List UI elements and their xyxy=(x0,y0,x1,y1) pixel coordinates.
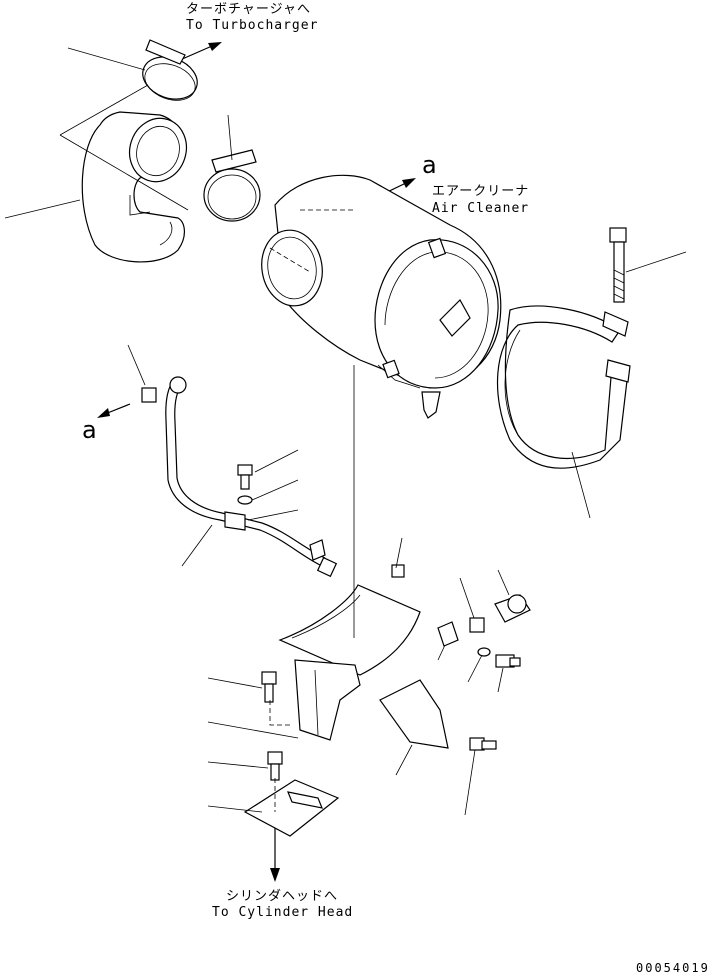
view-a-arrow-left xyxy=(97,403,131,418)
pipe-bolt xyxy=(237,464,253,490)
cylinder-head-label-ja: シリンダヘッドへ xyxy=(226,889,338,904)
middle-hose-clamp xyxy=(203,149,261,222)
nut xyxy=(391,564,405,578)
upper-hose-clamp xyxy=(142,39,198,101)
bolt-lower-left-2 xyxy=(267,751,283,781)
washer xyxy=(237,495,253,505)
bolt-lower-right xyxy=(469,737,497,751)
flange xyxy=(437,621,459,647)
support-bracket xyxy=(294,659,361,741)
short-bolt-right xyxy=(495,654,521,668)
air-cleaner-body xyxy=(261,174,502,419)
small-washer xyxy=(477,647,491,657)
dashed-line-1 xyxy=(269,700,290,726)
view-a-marker-top: a xyxy=(422,151,437,179)
air-cleaner-label-ja: エアークリーナ xyxy=(432,184,529,199)
adapter-fitting xyxy=(469,617,485,633)
band-clamp xyxy=(496,305,631,469)
turbocharger-label-en: To Turbocharger xyxy=(186,18,318,33)
document-number: 00054019 xyxy=(636,961,710,975)
dust-indicator xyxy=(494,594,531,623)
turbocharger-arrow xyxy=(179,42,222,61)
saddle-bracket xyxy=(278,584,421,676)
elbow-hose xyxy=(81,111,188,263)
vacuum-pipe xyxy=(141,376,338,578)
view-a-marker-left: a xyxy=(82,416,97,444)
bolt-lower-left-1 xyxy=(261,671,277,703)
base-plate xyxy=(243,779,340,837)
side-plate xyxy=(379,679,449,749)
cylinder-head-label-en: To Cylinder Head xyxy=(212,905,353,920)
turbocharger-label-ja: ターボチャージャへ xyxy=(186,2,311,17)
leader-lines xyxy=(4,47,687,816)
long-bolt xyxy=(609,227,627,303)
air-cleaner-label-en: Air Cleaner xyxy=(432,201,529,216)
